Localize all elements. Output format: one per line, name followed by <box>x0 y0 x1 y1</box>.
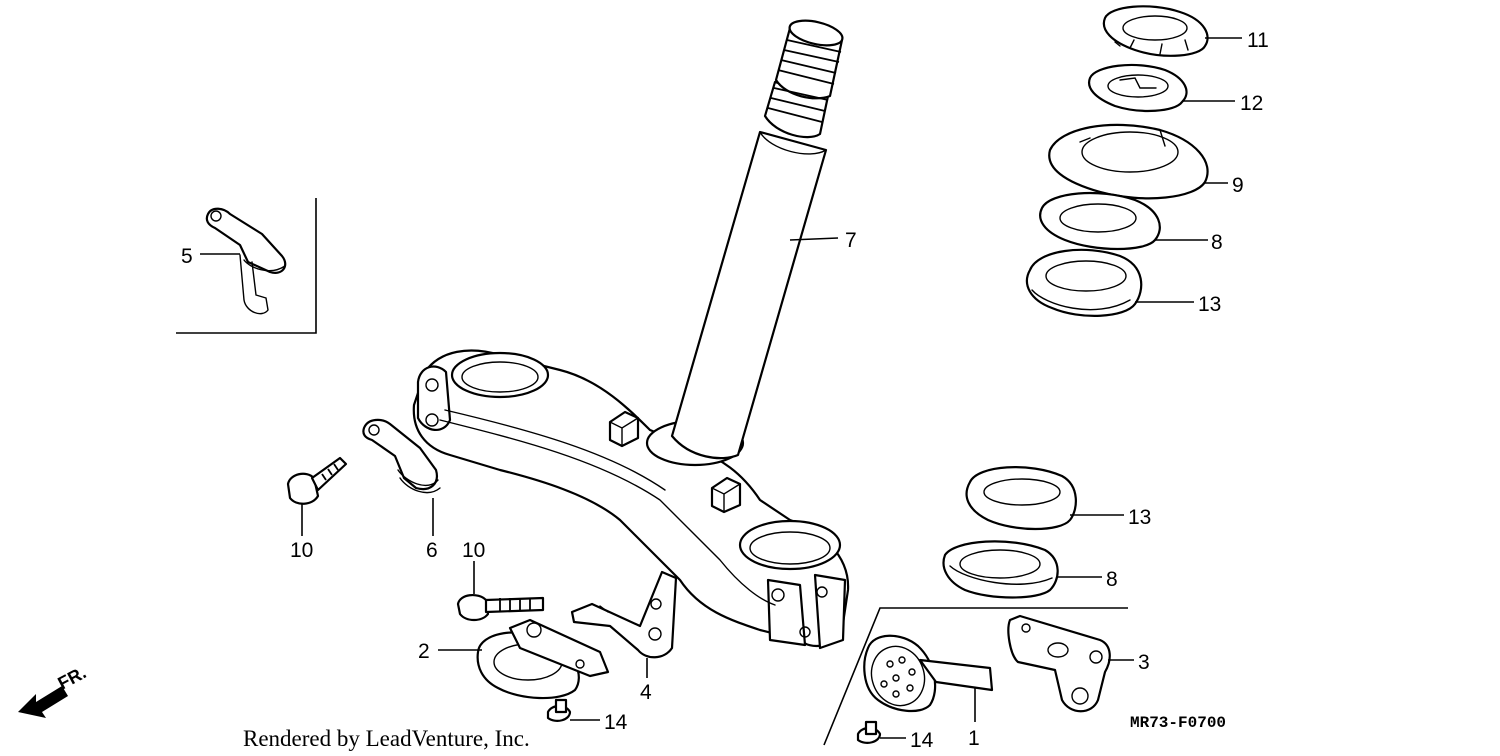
bracket-part-right[interactable] <box>1007 614 1111 713</box>
adjusting-nut-part[interactable] <box>1048 123 1209 200</box>
callout-1: 1 <box>968 727 980 750</box>
callout-10: 10 <box>290 539 313 562</box>
callout-14-right: 14 <box>910 729 934 752</box>
callout-7: 7 <box>845 229 857 252</box>
callout-12: 12 <box>1240 92 1263 115</box>
screw-part-left[interactable] <box>546 698 572 722</box>
horn-part-right[interactable] <box>863 634 994 713</box>
lock-washer-part[interactable] <box>1088 63 1188 113</box>
bolt-part-left[interactable] <box>286 456 348 505</box>
bearing-upper-part[interactable] <box>1025 248 1143 317</box>
callout-13-lower: 13 <box>1128 506 1151 529</box>
leader-7 <box>789 237 839 241</box>
hose-clip-part-inset[interactable] <box>205 207 287 315</box>
steering-stem-part[interactable] <box>412 16 850 650</box>
callout-9: 9 <box>1232 174 1244 197</box>
horn-part[interactable] <box>476 618 610 700</box>
inset-box <box>176 198 317 334</box>
callout-5: 5 <box>181 245 193 268</box>
callout-8-lower: 8 <box>1106 568 1118 591</box>
render-credit: Rendered by LeadVenture, Inc. <box>243 726 530 751</box>
hose-clip-part[interactable] <box>362 418 441 494</box>
screw-part-right[interactable] <box>856 720 882 744</box>
callout-14: 14 <box>604 711 628 734</box>
diagram-code: MR73-F0700 <box>1130 714 1226 732</box>
callout-13: 13 <box>1198 293 1221 316</box>
front-arrow-icon <box>18 686 68 718</box>
dust-seal-lower-part[interactable] <box>965 466 1077 531</box>
lock-nut-part[interactable] <box>1102 5 1209 57</box>
callout-2: 2 <box>418 640 430 663</box>
callout-3: 3 <box>1138 651 1150 674</box>
callout-8: 8 <box>1211 231 1223 254</box>
bolt-part-lower[interactable] <box>456 594 545 622</box>
horn-bracket-part[interactable] <box>570 570 678 659</box>
callout-4: 4 <box>640 681 652 704</box>
callout-10-lower: 10 <box>462 539 485 562</box>
bearing-race-upper-part[interactable] <box>1039 191 1161 251</box>
callout-6: 6 <box>426 539 438 562</box>
callout-11: 11 <box>1247 29 1269 52</box>
bearing-race-lower-part[interactable] <box>942 540 1059 599</box>
inset-box-right <box>823 607 1128 746</box>
